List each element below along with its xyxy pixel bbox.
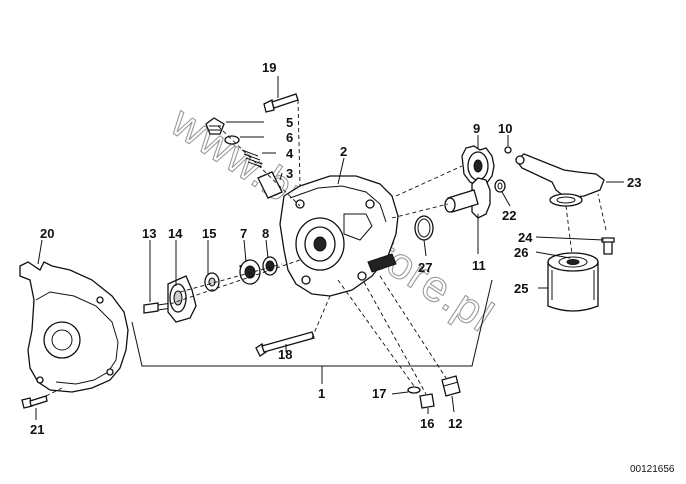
part-12-plug (441, 375, 461, 397)
label-4: 4 (286, 146, 294, 161)
label-19: 19 (262, 60, 276, 75)
label-13: 13 (142, 226, 156, 241)
part-4-spring (241, 149, 263, 168)
label-23: 23 (627, 175, 641, 190)
label-22: 22 (502, 208, 516, 223)
label-17: 17 (372, 386, 386, 401)
label-2: 2 (340, 144, 347, 159)
part-27-o-ring (414, 215, 434, 241)
part-23-pickup (515, 153, 605, 207)
part-2-housing (279, 175, 399, 297)
label-11: 11 (472, 258, 486, 273)
part-20-cover (19, 261, 129, 393)
label-7: 7 (240, 226, 247, 241)
label-26: 26 (514, 245, 528, 260)
label-16: 16 (420, 416, 434, 431)
part-10-clip (504, 146, 512, 154)
part-18-bolt (255, 331, 315, 357)
label-14: 14 (168, 226, 183, 241)
label-25: 25 (514, 281, 528, 296)
label-18: 18 (278, 347, 292, 362)
label-24: 24 (518, 230, 533, 245)
part-9-gear (461, 145, 495, 187)
part-24-screw (601, 237, 615, 255)
label-20: 20 (40, 226, 54, 241)
part-7-bearing (239, 259, 261, 285)
part-19-bolt (263, 93, 299, 113)
part-21-screw (21, 395, 48, 409)
part-13-bolt (143, 302, 173, 314)
label-10: 10 (498, 121, 512, 136)
part-17-washer (407, 386, 421, 394)
part-6-washer (224, 135, 240, 145)
label-9: 9 (473, 121, 480, 136)
part-labels: 19 5 6 4 3 2 9 10 23 22 24 26 25 27 11 2… (30, 60, 641, 437)
part-8-seal (262, 256, 278, 276)
part-3-piston (257, 171, 283, 199)
part-16-plug (419, 393, 435, 409)
label-1: 1 (318, 386, 325, 401)
label-6: 6 (286, 130, 293, 145)
label-8: 8 (262, 226, 269, 241)
part-15-bearing (204, 272, 220, 292)
label-5: 5 (286, 115, 293, 130)
label-12: 12 (448, 416, 462, 431)
part-26-seal (566, 259, 580, 265)
part-22-washer (494, 179, 506, 193)
part-5-cap (205, 117, 225, 135)
label-27: 27 (418, 260, 432, 275)
drawing-number: 00121656 (630, 464, 675, 475)
label-15: 15 (202, 226, 216, 241)
leader-lines (35, 76, 624, 420)
label-21: 21 (30, 422, 44, 437)
part-11-gear-shaft (444, 177, 491, 219)
label-3: 3 (286, 166, 293, 181)
part-14-flange (167, 275, 197, 323)
